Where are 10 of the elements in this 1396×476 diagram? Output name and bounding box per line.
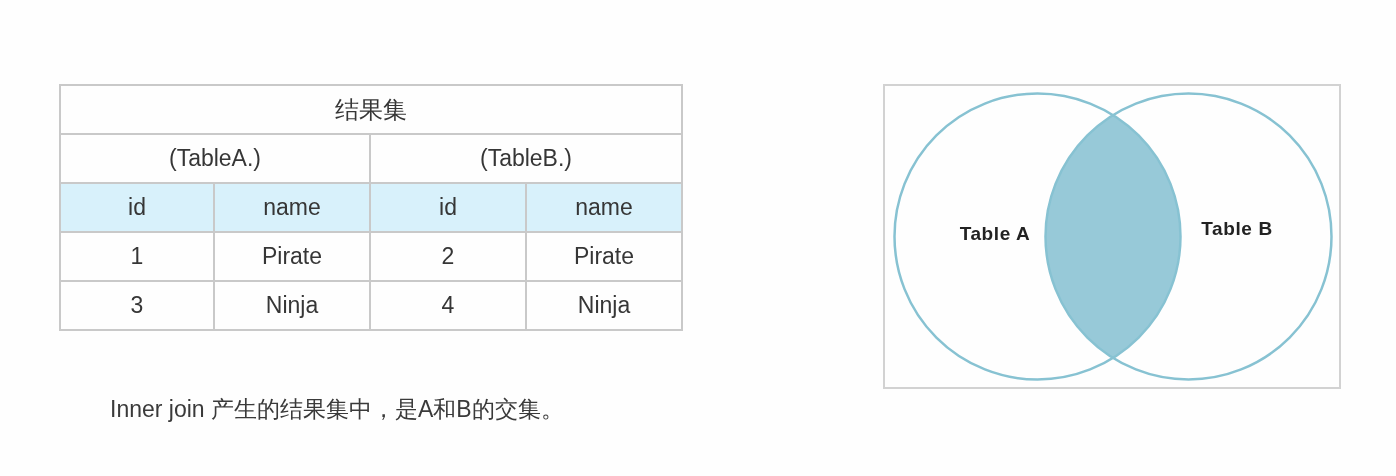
circle-label: Table B	[1201, 218, 1273, 240]
column-header-cell: name	[213, 182, 371, 233]
caption-text: Inner join 产生的结果集中，是A和B的交集。	[110, 395, 564, 424]
column-header-cell: id	[59, 182, 215, 233]
circle-label: Table A	[959, 223, 1031, 245]
column-header-cell: name	[525, 182, 683, 233]
column-header-cell: id	[369, 182, 527, 233]
table-heading-cell: 结果集	[59, 84, 683, 135]
table-cell: Ninja	[525, 280, 683, 331]
table-cell: 3	[59, 280, 215, 331]
